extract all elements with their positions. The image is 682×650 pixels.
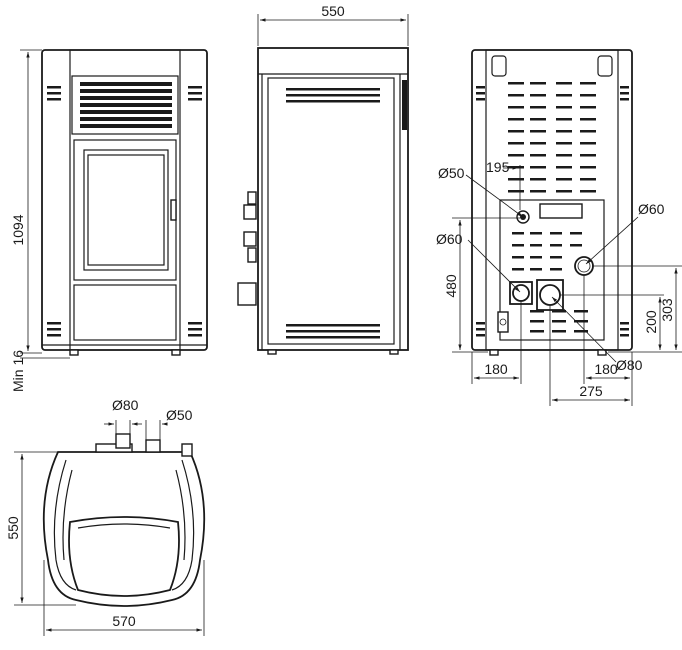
dim-min-floor: Min 16 xyxy=(10,350,26,392)
rear-vents xyxy=(476,82,629,337)
top-dimensions: Ø80 Ø50 550 570 xyxy=(5,397,205,636)
dim-rear-195: 195 xyxy=(486,159,510,175)
dim-side-width: 550 xyxy=(321,3,345,19)
top-view xyxy=(42,433,206,607)
front-grille xyxy=(80,82,172,128)
dim-top-depth: 550 xyxy=(5,516,21,540)
dim-top-pipe-80: Ø80 xyxy=(112,397,139,413)
dim-rear-d50: Ø50 xyxy=(438,165,465,181)
rear-view xyxy=(471,49,633,356)
dim-top-pipe-50: Ø50 xyxy=(166,407,193,423)
side-view xyxy=(237,47,409,355)
dim-rear-d60-right: Ø60 xyxy=(638,201,665,217)
dim-rear-180-right: 180 xyxy=(594,361,618,377)
front-view xyxy=(41,49,208,356)
rear-dimensions: Ø50 195 Ø60 Ø60 480 200 303 180 180 275 xyxy=(436,159,682,406)
dim-rear-180-left: 180 xyxy=(484,361,508,377)
dim-rear-480: 480 xyxy=(443,274,459,298)
dim-rear-d60-left: Ø60 xyxy=(436,231,463,247)
dim-rear-275: 275 xyxy=(579,383,603,399)
dim-top-width: 570 xyxy=(112,613,136,629)
front-dimensions: 1094 Min 16 xyxy=(10,49,70,392)
dim-front-height: 1094 xyxy=(10,214,26,245)
dim-rear-200: 200 xyxy=(643,310,659,334)
front-side-vents xyxy=(47,86,202,337)
side-dimensions: 550 xyxy=(257,3,409,46)
side-vents xyxy=(286,80,407,339)
dim-rear-303: 303 xyxy=(659,298,675,322)
dim-rear-d80: Ø80 xyxy=(616,357,643,373)
